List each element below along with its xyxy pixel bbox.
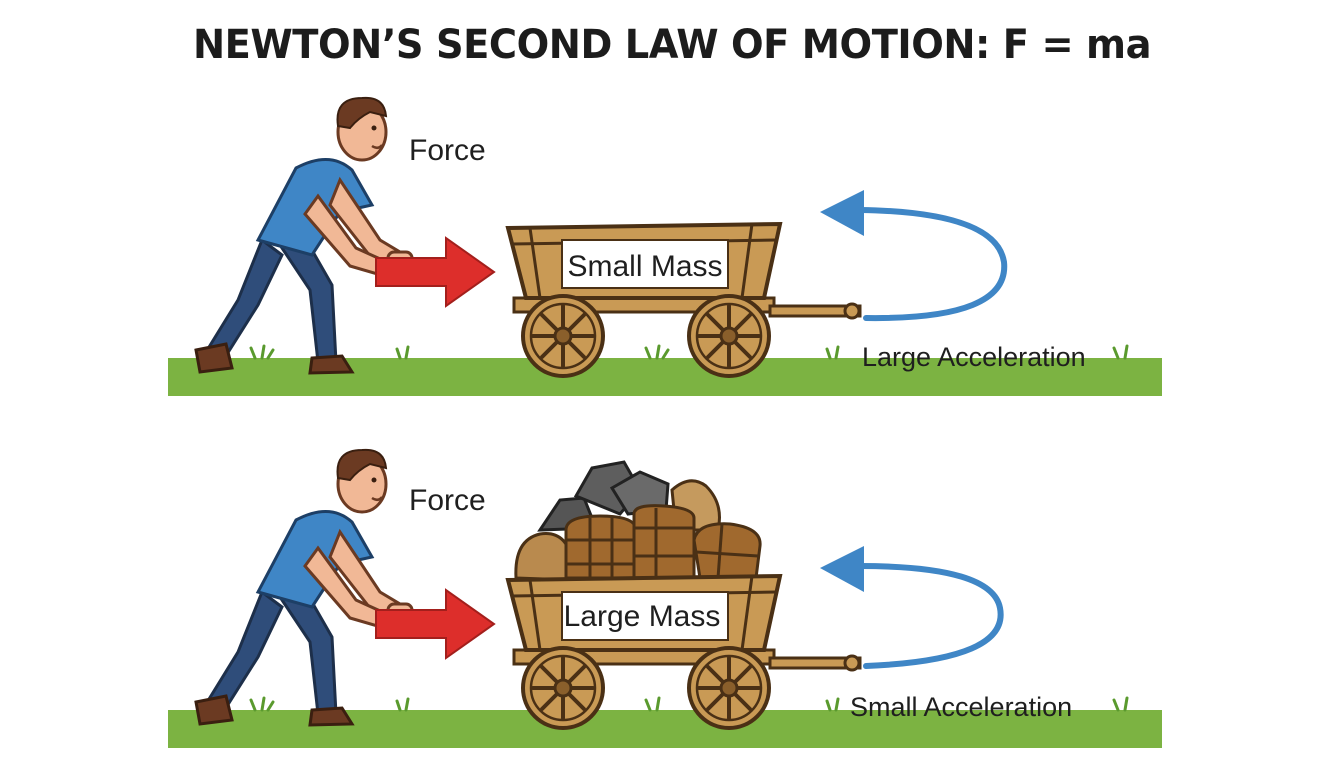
- force-arrow: [375, 588, 496, 660]
- wagon: [505, 221, 862, 378]
- cargo-load: [514, 460, 762, 582]
- mass-label: Large Mass: [564, 600, 721, 633]
- acceleration-label: Large Acceleration: [862, 342, 1086, 372]
- mass-label: Small Mass: [567, 250, 722, 283]
- force-arrow: [375, 236, 496, 308]
- person-pushing: [194, 448, 414, 727]
- force-label: Force: [409, 484, 486, 517]
- acceleration-arrow: [820, 546, 1004, 669]
- page-title: NEWTON’S SECOND LAW OF MOTION: F = ma: [193, 22, 1151, 68]
- panel-large-mass: Force Large Mass Small Acceleration: [168, 448, 1162, 748]
- panel-small-mass: Force Small Mass Large Acceleration: [168, 96, 1162, 396]
- grass-tufts: [249, 696, 1129, 712]
- force-label: Force: [409, 134, 486, 167]
- grass-tufts: [249, 344, 1129, 360]
- wagon: [505, 573, 862, 730]
- acceleration-label: Small Acceleration: [850, 692, 1072, 722]
- person-pushing: [194, 96, 414, 375]
- acceleration-arrow: [820, 190, 1008, 322]
